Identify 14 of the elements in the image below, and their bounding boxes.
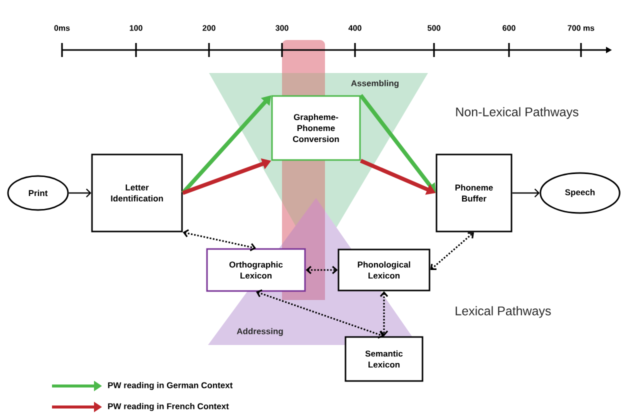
legend-text: PW reading in German Context: [108, 382, 233, 390]
tick-label: 0ms: [54, 25, 70, 31]
tick-label: 700 ms: [568, 25, 594, 31]
pathway-label: Lexical Pathways: [456, 306, 551, 318]
legend-text: PW reading in French Context: [108, 403, 229, 411]
zone-label: Addressing: [236, 328, 283, 336]
tick-label: 500: [428, 25, 440, 31]
zone-label: Assembling: [351, 80, 399, 88]
pathway-label: Non-Lexical Pathways: [456, 107, 578, 119]
tick-label: 300: [276, 25, 288, 31]
tick-label: 100: [130, 25, 142, 31]
tick-label: 200: [202, 25, 216, 31]
tick-label: 400: [348, 25, 362, 31]
tick-label: 600: [502, 25, 516, 31]
